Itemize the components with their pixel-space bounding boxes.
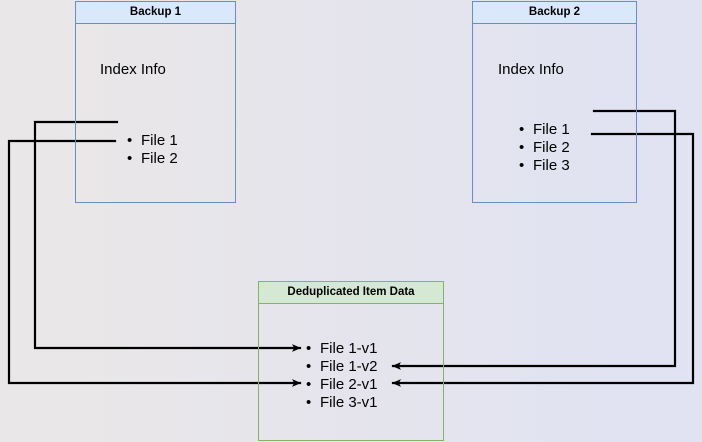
list-item[interactable]: File 3 (518, 157, 570, 175)
node-dedup-header: Deduplicated Item Data (259, 282, 443, 304)
node-backup2-header: Backup 2 (473, 2, 636, 24)
node-backup2-body: Index Info File 1 File 2 File 3 (473, 24, 636, 202)
node-backup1[interactable]: Backup 1 Index Info File 1 File 2 (75, 1, 236, 203)
list-item[interactable]: File 1-v1 (305, 340, 378, 358)
node-backup2-index-label: Index Info (498, 61, 564, 78)
node-backup2-file-list: File 1 File 2 File 3 (518, 121, 570, 175)
list-item[interactable]: File 3-v1 (305, 394, 378, 412)
node-backup1-index-label: Index Info (100, 61, 166, 78)
node-backup1-body: Index Info File 1 File 2 (76, 24, 235, 202)
list-item[interactable]: File 2 (518, 139, 570, 157)
node-dedup-body: File 1-v1 File 1-v2 File 2-v1 File 3-v1 (259, 304, 443, 440)
list-item[interactable]: File 1-v2 (305, 358, 378, 376)
list-item[interactable]: File 1 (126, 132, 178, 150)
node-deduplicated-item-data[interactable]: Deduplicated Item Data File 1-v1 File 1-… (258, 281, 444, 441)
node-backup1-header: Backup 1 (76, 2, 235, 24)
list-item[interactable]: File 1 (518, 121, 570, 139)
node-backup2[interactable]: Backup 2 Index Info File 1 File 2 File 3 (472, 1, 637, 203)
node-backup1-file-list: File 1 File 2 (126, 132, 178, 168)
list-item[interactable]: File 2-v1 (305, 376, 378, 394)
node-dedup-file-list: File 1-v1 File 1-v2 File 2-v1 File 3-v1 (305, 340, 378, 412)
list-item[interactable]: File 2 (126, 150, 178, 168)
